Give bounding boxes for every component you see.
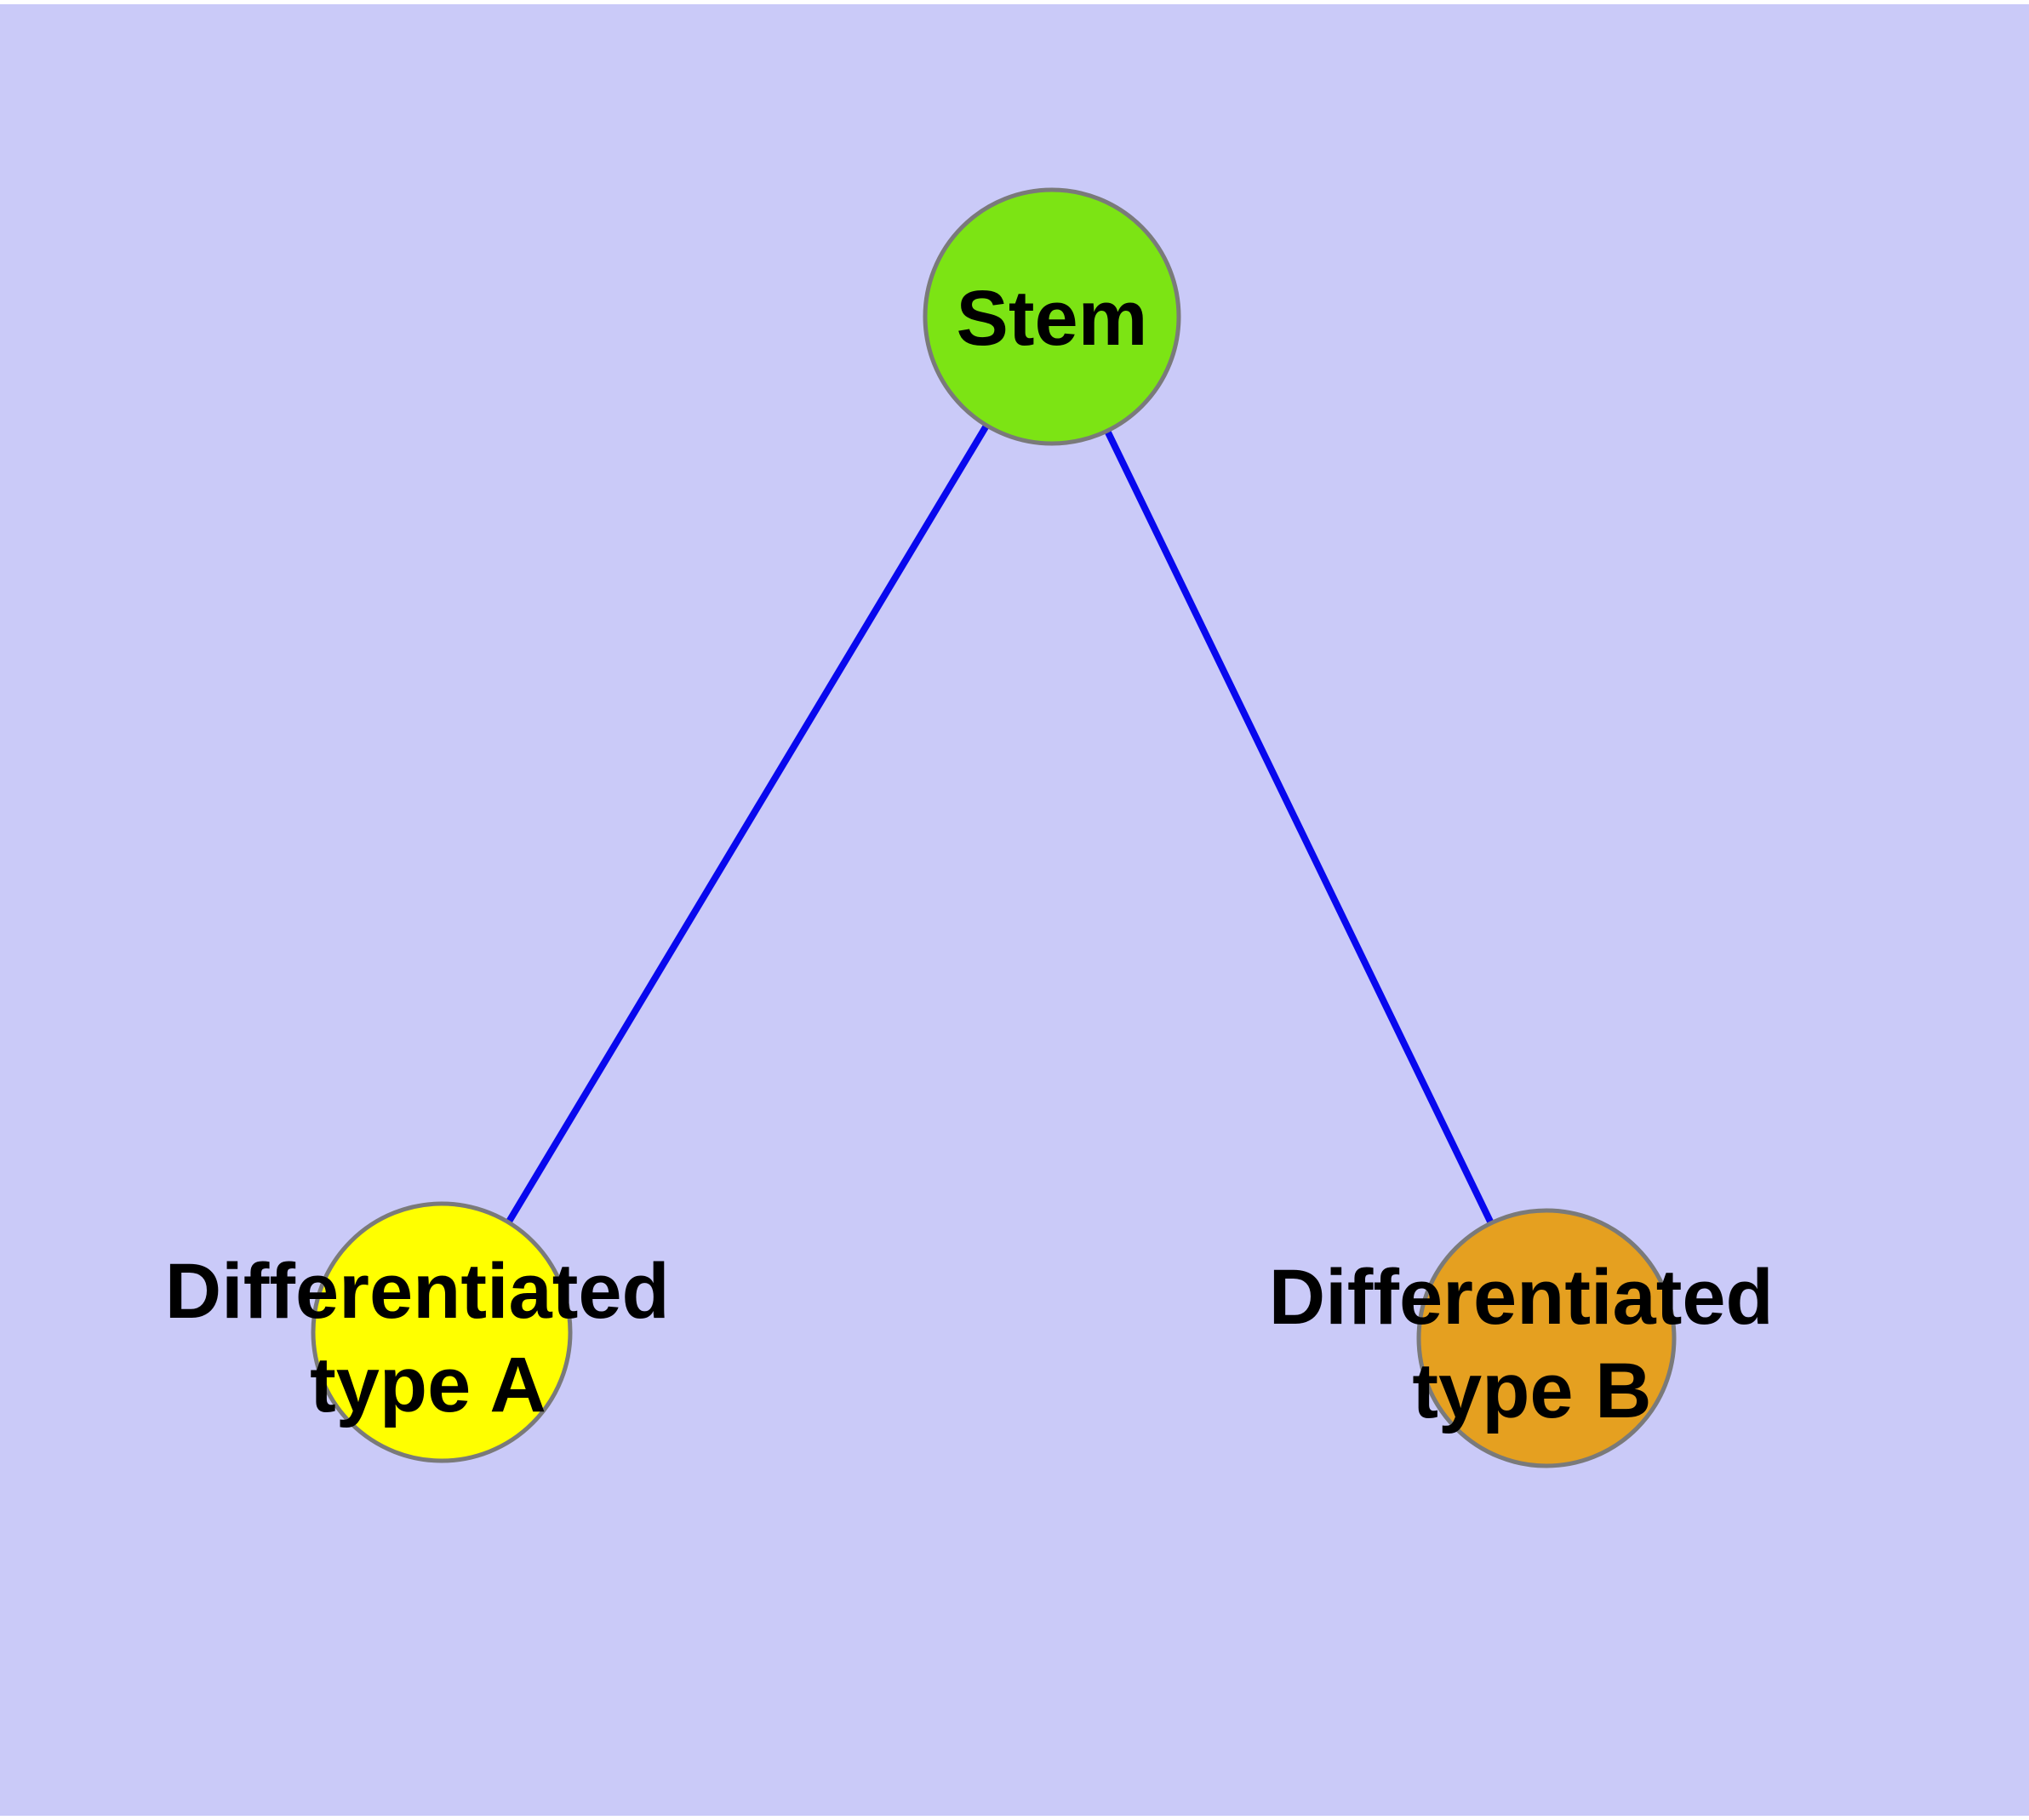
node-type-b-label-line-1: Differentiated (1269, 1254, 1774, 1341)
edge-stem-to-type-a (506, 423, 990, 1224)
node-stem-circle (923, 187, 1181, 446)
bottom-frame-strip (0, 1816, 2029, 1820)
node-type-a-label: Differentiated type A (165, 1248, 692, 1428)
node-stem: Stem (923, 187, 1181, 446)
node-differentiated-type-a: Differentiated type A (165, 1201, 692, 1463)
node-type-b-label: Differentiated type B (1269, 1254, 1796, 1434)
node-stem-label: Stem (957, 275, 1148, 362)
node-type-b-circle (1416, 1208, 1677, 1468)
node-type-a-label-line-2: type A (310, 1342, 546, 1428)
top-frame-strip (0, 0, 2029, 4)
node-differentiated-type-b: Differentiated type B (1269, 1208, 1796, 1468)
edge-stem-to-type-b (1104, 429, 1495, 1225)
node-type-a-label-line-1: Differentiated (165, 1248, 670, 1335)
node-stem-label-line-1: Stem (957, 275, 1148, 362)
node-type-a-circle (311, 1201, 573, 1463)
node-type-b-label-line-2: type B (1412, 1348, 1651, 1434)
